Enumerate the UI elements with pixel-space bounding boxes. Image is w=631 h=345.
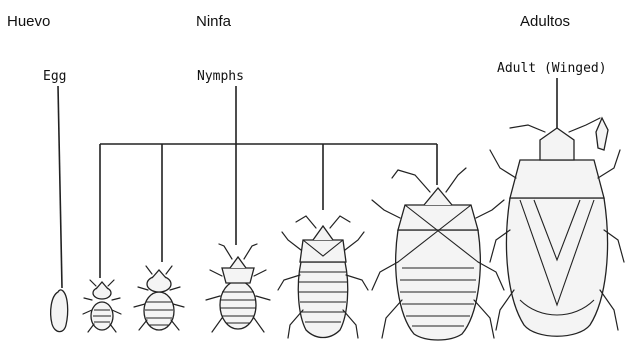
nymph-instar-5-illustration <box>372 168 504 340</box>
english-label-nymphs: Nymphs <box>197 69 244 84</box>
egg-illustration <box>51 290 68 332</box>
spanish-label-adult: Adultos <box>520 13 570 30</box>
egg-leader-line <box>58 86 62 288</box>
spanish-label-egg: Huevo <box>7 13 50 30</box>
english-label-adult: Adult (Winged) <box>497 61 607 76</box>
nymph-instar-1-illustration <box>83 280 121 332</box>
nymph-instar-4-illustration <box>278 216 368 338</box>
adult-winged-illustration <box>490 118 624 336</box>
english-label-egg: Egg <box>43 69 66 84</box>
nymph-instar-2-illustration <box>134 266 184 330</box>
spanish-label-nymph: Ninfa <box>196 13 232 30</box>
nymph-instar-3-illustration <box>206 244 270 332</box>
nymph-bracket <box>100 86 437 278</box>
